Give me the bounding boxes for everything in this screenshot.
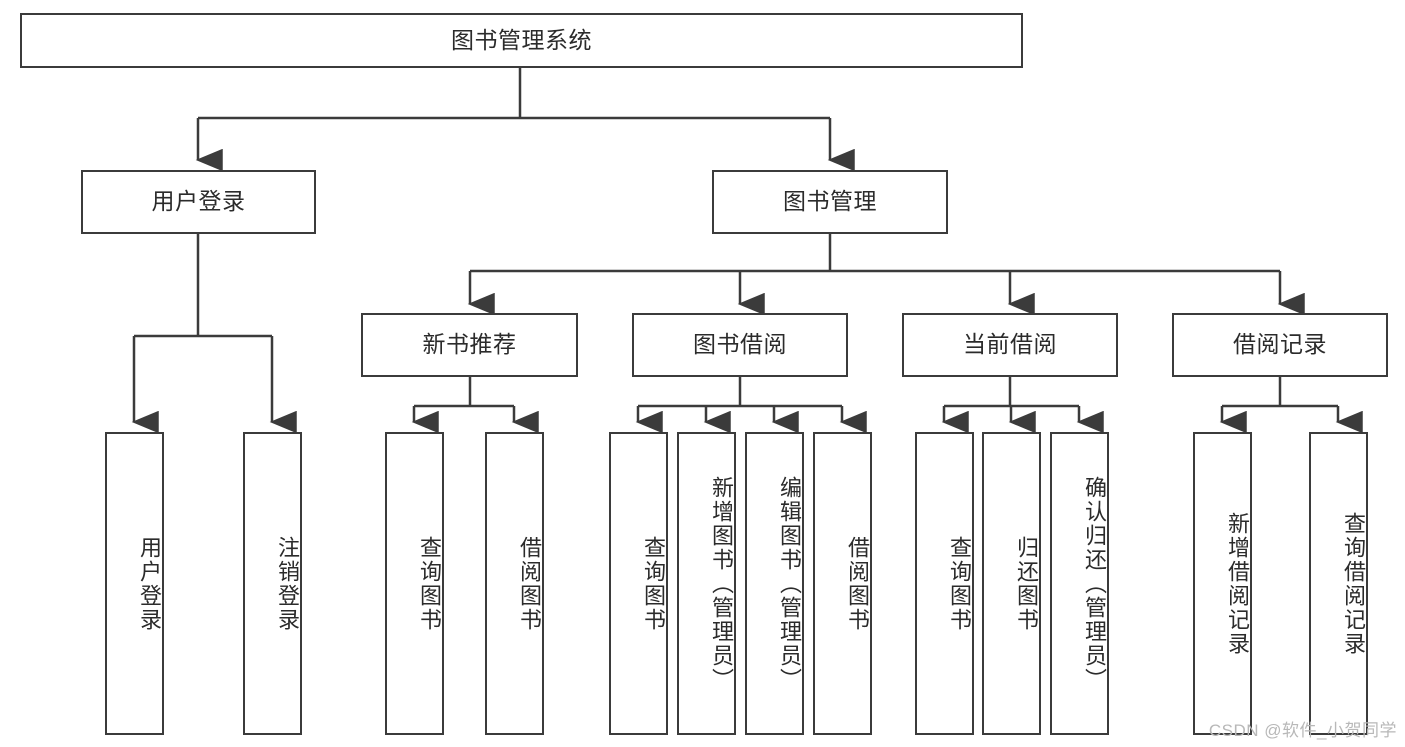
node-book-management[interactable]: 图书管理: [712, 170, 948, 234]
node-label: 借阅图书: [845, 535, 870, 632]
leaf-user-login[interactable]: 用户登录: [105, 432, 164, 735]
leaf-logout[interactable]: 注销登录: [243, 432, 302, 735]
leaf-edit-book-admin[interactable]: 编辑图书（管理员）: [745, 432, 804, 735]
node-label: 图书管理: [783, 188, 877, 215]
node-label: 图书管理系统: [451, 26, 592, 53]
leaf-query-book-recommend[interactable]: 查询图书: [385, 432, 444, 735]
leaf-query-book-current[interactable]: 查询图书: [915, 432, 974, 735]
node-label: 新书推荐: [422, 331, 517, 358]
node-label: 借阅图书: [517, 535, 542, 632]
leaf-query-borrow-record[interactable]: 查询借阅记录: [1309, 432, 1368, 735]
node-user-login[interactable]: 用户登录: [81, 170, 316, 234]
leaf-confirm-return-admin[interactable]: 确认归还（管理员）: [1050, 432, 1109, 735]
node-new-book-recommend[interactable]: 新书推荐: [361, 313, 578, 377]
node-label: 确认归还（管理员）: [1082, 475, 1107, 692]
node-label: 查询图书: [641, 535, 666, 632]
node-borrow-record[interactable]: 借阅记录: [1172, 313, 1388, 377]
leaf-add-borrow-record[interactable]: 新增借阅记录: [1193, 432, 1252, 735]
node-label: 查询借阅记录: [1341, 511, 1366, 656]
node-label: 查询图书: [947, 535, 972, 632]
node-label: 编辑图书（管理员）: [777, 475, 802, 692]
node-label: 新增借阅记录: [1225, 511, 1250, 656]
leaf-borrow-book-recommend[interactable]: 借阅图书: [485, 432, 544, 735]
leaf-query-book-borrow[interactable]: 查询图书: [609, 432, 668, 735]
node-book-borrow[interactable]: 图书借阅: [632, 313, 848, 377]
node-label: 当前借阅: [963, 331, 1057, 358]
leaf-borrow-book[interactable]: 借阅图书: [813, 432, 872, 735]
node-current-borrow[interactable]: 当前借阅: [902, 313, 1118, 377]
leaf-return-book[interactable]: 归还图书: [982, 432, 1041, 735]
node-label: 用户登录: [151, 188, 246, 215]
node-label: 归还图书: [1014, 535, 1039, 632]
node-root-book-management-system[interactable]: 图书管理系统: [20, 13, 1023, 68]
node-label: 用户登录: [137, 535, 162, 632]
node-label: 注销登录: [275, 535, 300, 632]
node-label: 借阅记录: [1233, 331, 1327, 358]
csdn-watermark: CSDN @软件_小贺同学: [1208, 721, 1397, 740]
node-label: 新增图书（管理员）: [709, 475, 734, 692]
node-label: 图书借阅: [693, 331, 787, 358]
leaf-add-book-admin[interactable]: 新增图书（管理员）: [677, 432, 736, 735]
node-label: 查询图书: [417, 535, 442, 632]
